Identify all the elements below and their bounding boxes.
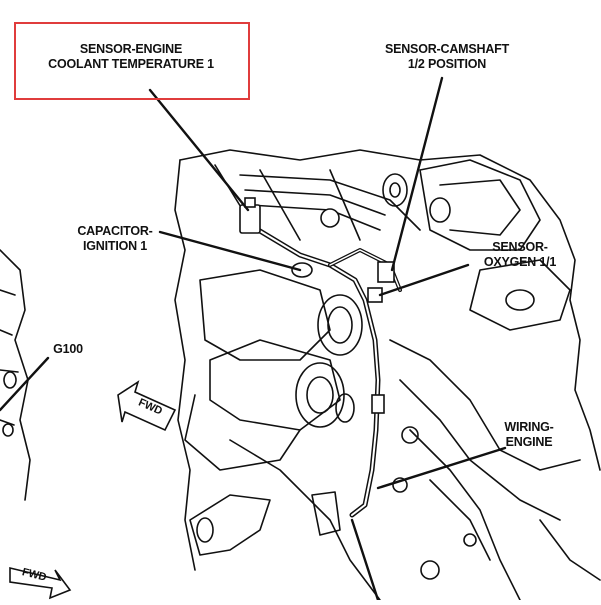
label-oxygen-line1: SENSOR-	[492, 240, 548, 254]
label-coolant-temp-line1: SENSOR-ENGINE	[79, 42, 183, 56]
leader-g100	[0, 356, 50, 412]
label-coolant-temp-line2: COOLANT TEMPERATURE 1	[48, 57, 214, 71]
camshaft-sensor	[377, 261, 395, 283]
label-camshaft-sensor: SENSOR-CAMSHAFT 1/2 POSITION	[362, 42, 532, 72]
engine-block-outline	[179, 149, 601, 471]
leader-camshaft	[390, 76, 444, 272]
label-g100: G100	[53, 342, 83, 356]
label-camshaft-line2: 1/2 POSITION	[407, 57, 487, 71]
leader-wiring	[376, 446, 507, 490]
label-wiring-line2: ENGINE	[505, 435, 553, 449]
label-wiring-line1: WIRING-	[504, 420, 554, 434]
label-camshaft-line1: SENSOR-CAMSHAFT	[384, 42, 510, 56]
capacitor	[291, 262, 313, 278]
leader-capacitor	[158, 230, 302, 272]
coolant-temp-sensor	[239, 204, 261, 234]
fwd-arrow-1	[117, 380, 177, 432]
label-capacitor-line2: IGNITION 1	[83, 239, 147, 253]
label-oxygen-sensor: SENSOR- OXYGEN 1/1	[468, 240, 572, 270]
leader-bottom	[350, 518, 380, 602]
highlight-box	[14, 22, 250, 100]
mount-bracket	[189, 494, 271, 556]
label-capacitor: CAPACITOR- IGNITION 1	[60, 224, 170, 254]
leader-oxygen	[378, 263, 470, 297]
left-engine-fragment	[0, 249, 31, 501]
label-coolant-temp-sensor: SENSOR-ENGINE COOLANT TEMPERATURE 1	[14, 42, 248, 72]
label-capacitor-line1: CAPACITOR-	[77, 224, 153, 238]
leader-coolant-temp	[148, 88, 250, 212]
fwd-arrow-2	[9, 566, 72, 600]
label-oxygen-line2: OXYGEN 1/1	[483, 255, 557, 269]
label-wiring-engine: WIRING- ENGINE	[494, 420, 564, 450]
wiring-harness	[247, 222, 381, 518]
